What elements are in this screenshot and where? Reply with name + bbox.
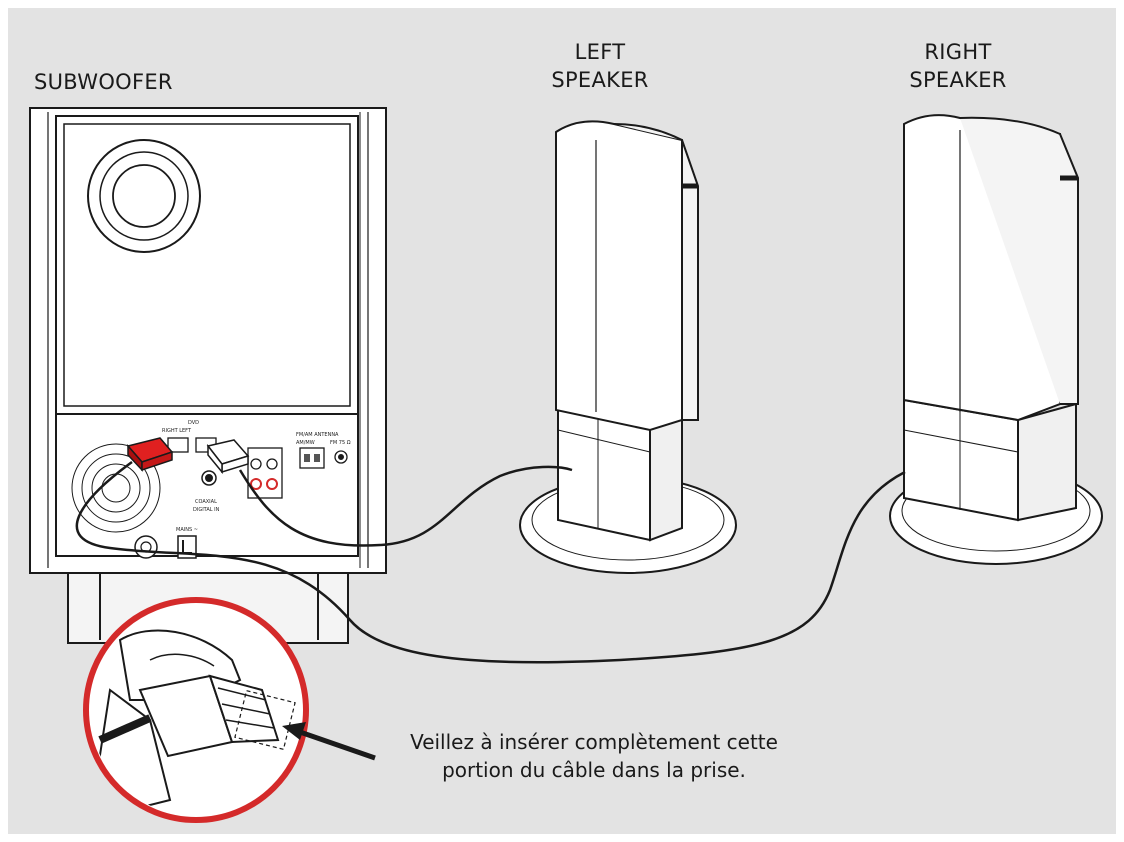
- right-speaker-label: RIGHT SPEAKER: [898, 38, 1018, 94]
- panel-mains-label: MAINS ~: [176, 527, 198, 533]
- right-speaker-label-line2: SPEAKER: [898, 66, 1018, 94]
- right-speaker: [890, 115, 1102, 564]
- left-speaker-label-line1: LEFT: [540, 38, 660, 66]
- panel-am-mw-label: AM/MW: [296, 440, 315, 446]
- panel-right-left-label: RIGHT LEFT: [162, 428, 192, 434]
- panel-digital-in-label: DIGITAL IN: [193, 507, 220, 513]
- instruction-note-line1: Veillez à insérer complètement cette: [384, 728, 804, 756]
- left-speaker-label: LEFT SPEAKER: [540, 38, 660, 94]
- panel-antenna-label: FM/AM ANTENNA: [296, 432, 339, 438]
- left-speaker-label-line2: SPEAKER: [540, 66, 660, 94]
- panel-fm-label: FM 75 Ω: [330, 440, 351, 446]
- connector-callout: [86, 600, 306, 820]
- panel-dvd-label: DVD: [188, 420, 199, 426]
- right-speaker-label-line1: RIGHT: [898, 38, 1018, 66]
- instruction-note: Veillez à insérer complètement cette por…: [384, 728, 804, 784]
- subwoofer: [30, 108, 386, 643]
- instruction-note-line2: portion du câble dans la prise.: [384, 756, 804, 784]
- subwoofer-label: SUBWOOFER: [34, 68, 173, 96]
- panel-coaxial-label: COAXIAL: [195, 499, 217, 505]
